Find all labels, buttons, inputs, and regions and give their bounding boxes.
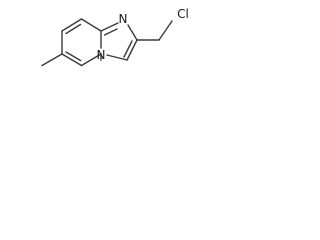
atom-label-n-imidazole: N bbox=[119, 12, 128, 26]
bond-methyl bbox=[41, 53, 63, 67]
bond-c8a-n1-double bbox=[103, 28, 118, 36]
bond-c5-c6 bbox=[80, 53, 102, 67]
bond-c2-c3 bbox=[126, 39, 138, 61]
bond-c3-n4 bbox=[106, 54, 128, 61]
bond-c6-c7-double bbox=[65, 51, 82, 62]
chemical-structure-diagram: N N Cl bbox=[41, 7, 189, 67]
bond-c8-c9 bbox=[61, 18, 83, 32]
atom-label-chlorine: Cl bbox=[177, 7, 189, 21]
bond-ch2-cl bbox=[158, 20, 173, 41]
bond-c2-c3-double bbox=[123, 40, 133, 58]
bond-c8-c9-double bbox=[65, 23, 82, 35]
atom-label-n-bridgehead: N bbox=[97, 48, 106, 62]
bond-c9-c8a bbox=[80, 18, 102, 32]
bond-c6-c7 bbox=[61, 53, 83, 67]
bond-n1-c2 bbox=[127, 24, 138, 41]
bond-c8a-n1 bbox=[100, 22, 119, 32]
